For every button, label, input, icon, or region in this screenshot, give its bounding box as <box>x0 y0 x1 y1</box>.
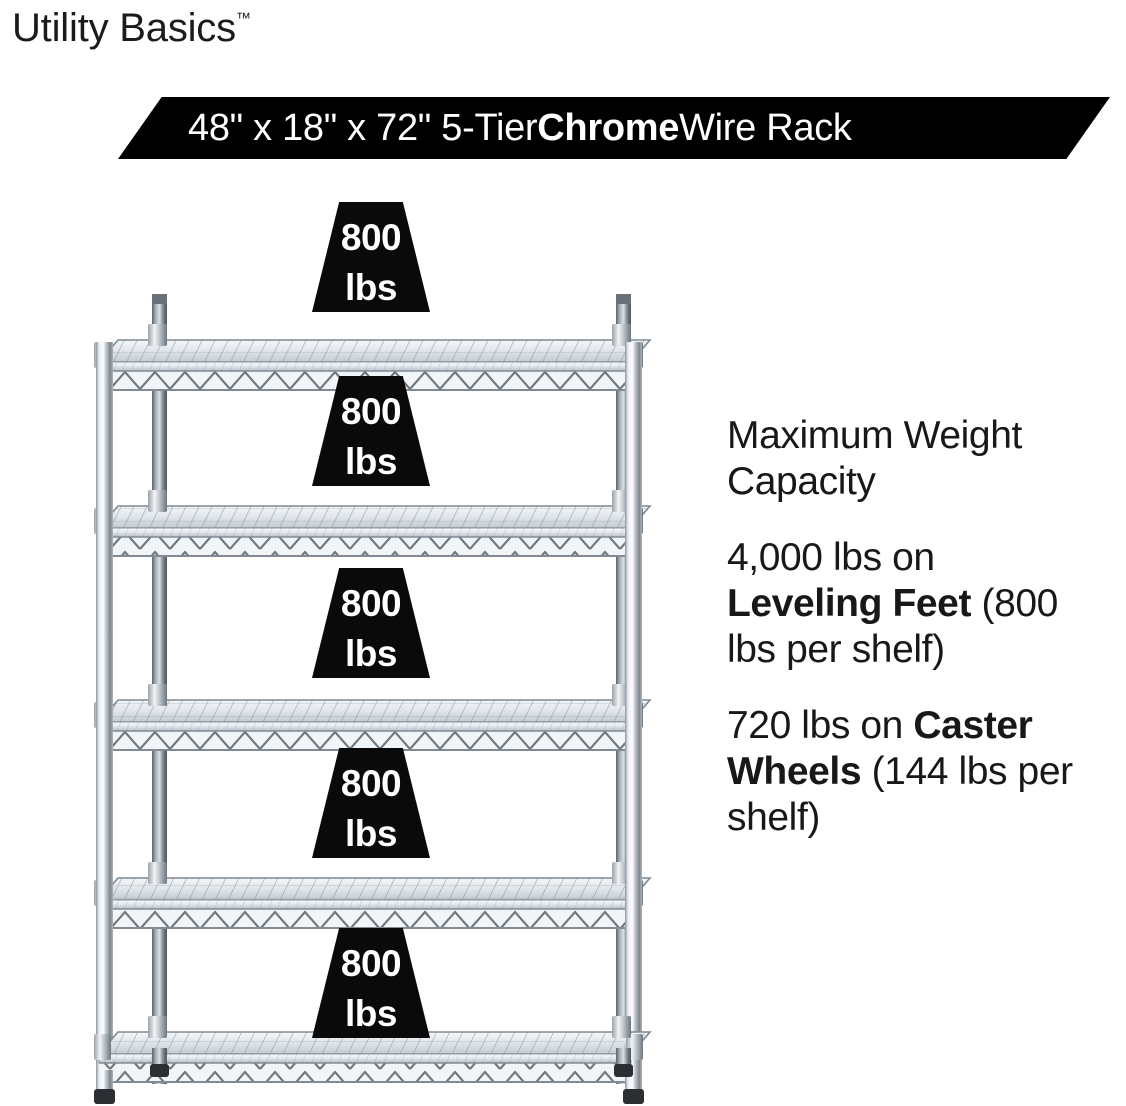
leveling-feet-capacity: 4,000 lbs on Leveling Feet (800 lbs per … <box>727 535 1099 673</box>
badge-value: 800 <box>340 583 402 624</box>
leveling-suffix: (800 lbs per shelf) <box>727 582 1058 671</box>
caster-prefix: 720 lbs on <box>727 704 914 747</box>
banner-emphasis-chrome: Chrome <box>537 107 680 149</box>
caster-wheels-capacity: 720 lbs on Caster Wheels (144 lbs per sh… <box>727 703 1099 841</box>
leveling-prefix: 4,000 lbs on <box>727 536 935 579</box>
post-front-right <box>625 342 642 1072</box>
leveling-foot-rear-right <box>614 1048 633 1077</box>
badge-value: 800 <box>340 943 402 984</box>
banner-suffix: Wire Rack <box>679 107 852 149</box>
badge-unit: lbs <box>345 633 397 674</box>
weight-badge-shelf-2: 800 lbs <box>312 376 430 486</box>
capacity-heading: Maximum Weight Capacity <box>727 414 1022 503</box>
banner-background-shape <box>118 97 1110 159</box>
caster-bold-label: Caster Wheels <box>727 704 1033 793</box>
weight-badge-shelf-3: 800 lbs <box>312 568 430 678</box>
badge-value: 800 <box>340 763 402 804</box>
badge-unit: lbs <box>345 813 397 854</box>
shelf-2 <box>94 490 652 557</box>
product-title-banner: 48" x 18" x 72" 5-Tier Chrome Wire Rack <box>118 97 1110 159</box>
badge-unit: lbs <box>345 267 397 308</box>
trademark-symbol: ™ <box>235 9 251 27</box>
badge-unit: lbs <box>345 993 397 1034</box>
brand-logo: Utility Basics™ <box>12 6 251 50</box>
weight-badge-shelf-5: 800 lbs <box>312 928 430 1038</box>
weight-badge-shelf-4: 800 lbs <box>312 748 430 858</box>
shelf-3 <box>94 684 652 751</box>
badge-value: 800 <box>340 391 402 432</box>
caster-suffix: (144 lbs per shelf) <box>727 750 1073 839</box>
capacity-copy-block: Maximum Weight Capacity 4,000 lbs on Lev… <box>727 413 1099 841</box>
shelf-4 <box>94 862 652 929</box>
leveling-foot-front-left <box>94 1070 115 1104</box>
leveling-bold-label: Leveling Feet <box>727 582 972 625</box>
post-front-left <box>96 342 113 1072</box>
badge-value: 800 <box>340 217 402 258</box>
leveling-foot-rear-left <box>150 1048 169 1077</box>
banner-title-text: 48" x 18" x 72" 5-Tier Chrome Wire Rack <box>188 97 852 159</box>
brand-name: Utility Basics <box>12 6 236 50</box>
weight-badge-shelf-1: 800 lbs <box>312 202 430 312</box>
banner-dimensions: 48" x 18" x 72" 5-Tier <box>188 107 538 149</box>
badge-unit: lbs <box>345 441 397 482</box>
